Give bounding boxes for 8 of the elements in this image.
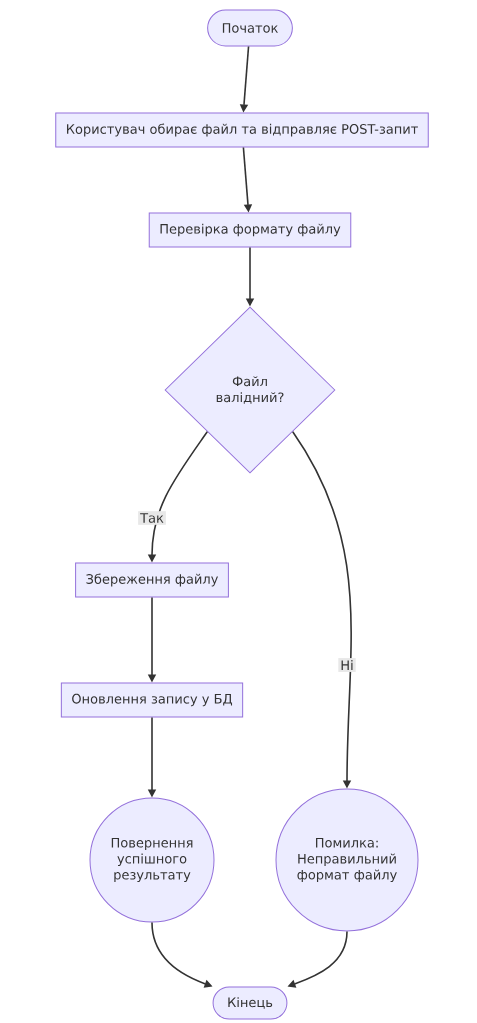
edge-label: Так	[138, 511, 166, 525]
process-box: Користувач обирає файл та відправляє POST-запит	[55, 112, 429, 148]
terminal-box: Кінець	[212, 986, 288, 1020]
edge-label: Ні	[338, 658, 356, 672]
process-box: Оновлення запису у БД	[60, 682, 244, 718]
process-box: Збереження файлу	[75, 562, 229, 598]
terminal-box: Початок	[207, 9, 293, 47]
process-box: Перевірка формату файлу	[148, 212, 352, 248]
